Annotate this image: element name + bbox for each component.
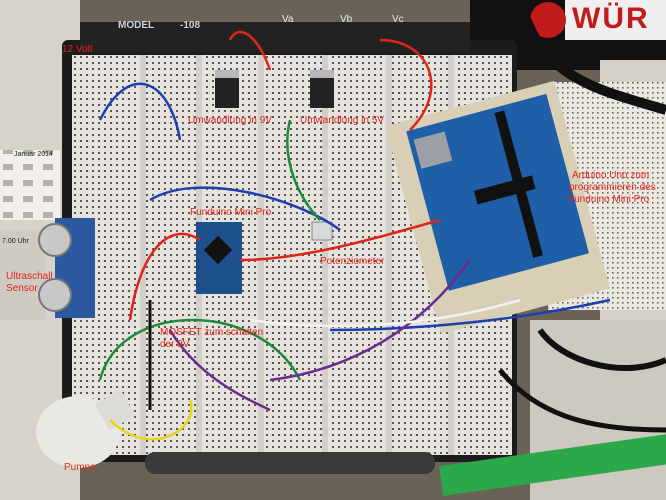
- arduino-usb: [413, 131, 453, 169]
- wire-purple-2: [269, 259, 472, 382]
- green-marker: [439, 434, 666, 496]
- pump-nozzle: [94, 389, 136, 431]
- wire-white-1: [249, 298, 521, 328]
- regulator-9v: [215, 76, 239, 108]
- label-arduino-1: Arduino Uno zum: [572, 170, 650, 181]
- breadboard-top-strip: [80, 22, 470, 52]
- ultrasonic-transducer-1: [38, 223, 72, 257]
- label-12-volt: 12 Volt: [62, 44, 93, 55]
- breadboard-divider-5: [386, 55, 392, 455]
- regulator-5v-tab: [310, 70, 334, 78]
- brand-text: WÜR: [572, 2, 650, 35]
- label-conv-5v: Umwandlung in 5V: [300, 115, 384, 126]
- brand-logo: [530, 2, 566, 38]
- wire-blue-1: [98, 82, 182, 141]
- power-vc: Vc: [392, 14, 404, 25]
- potentiometer: [311, 221, 333, 241]
- label-mosfet-2: der 9V: [160, 339, 190, 350]
- paper-strip: [0, 230, 45, 320]
- label-mosfet-1: MOSFET zum schalten: [160, 327, 264, 338]
- calendar-time: 7.00 Uhr: [2, 238, 29, 245]
- wire-red-4: [379, 38, 433, 131]
- wire-green-2: [286, 119, 321, 221]
- wire-blue-2: [149, 186, 341, 232]
- label-ultra-2: Sensor: [6, 283, 38, 294]
- label-arduino-2: programmieren des: [569, 182, 656, 193]
- label-poti: Potenziometer: [320, 256, 385, 267]
- black-cable-3: [498, 368, 666, 433]
- wire-yellow-1: [109, 399, 193, 441]
- wire-green-1: [98, 318, 302, 381]
- regulator-9v-tab: [215, 70, 239, 78]
- regulator-5v: [310, 76, 334, 108]
- black-cable-2: [537, 328, 666, 371]
- wire-red-3: [228, 30, 272, 71]
- wire-red-2: [128, 232, 201, 321]
- black-cable-1: [515, 0, 666, 115]
- breadboard-brand: MODEL: [118, 20, 155, 31]
- breadboard-divider-4: [322, 55, 328, 455]
- pump: [36, 396, 120, 468]
- brand-sign: [565, 0, 666, 40]
- wire-red-1: [239, 218, 441, 262]
- power-va: Va: [282, 14, 294, 25]
- wire-blue-3: [329, 298, 611, 332]
- arduino-header: [494, 110, 543, 258]
- breadboard-divider-3: [258, 55, 264, 455]
- calendar-grid: [0, 150, 60, 220]
- label-ultra-1: Ultraschall: [6, 271, 53, 282]
- label-pump: Pumpe: [64, 462, 96, 473]
- label-arduino-3: Funduino Mini Pro: [568, 194, 650, 205]
- black-pen: [145, 452, 435, 474]
- power-vb: Vb: [340, 14, 353, 25]
- breadboard-brand-2: -108: [180, 20, 201, 31]
- breadboard-divider-1: [140, 55, 146, 455]
- ultrasonic-transducer-2: [38, 278, 72, 312]
- calendar-month: Januar 2014: [14, 151, 53, 158]
- label-conv-9v: Umwandlung in 9V: [188, 115, 272, 126]
- label-funduino: Funduino Mini Pro: [190, 207, 272, 218]
- wire-purple-1: [168, 329, 271, 412]
